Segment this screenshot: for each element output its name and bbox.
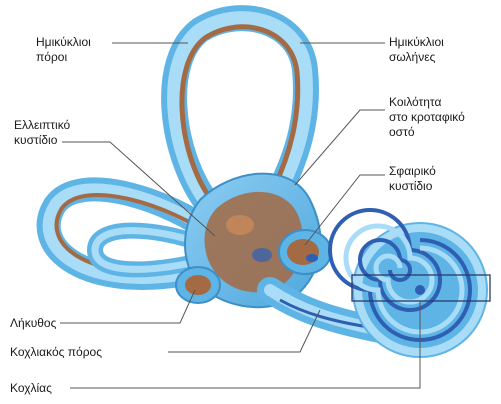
label-saccule: Σφαιρικό κυστίδιο [389,164,436,194]
label-cochlear-duct: Κοχλιακός πόρος [10,345,102,360]
ampulla [176,267,220,303]
label-semicircular-canals: Ημικύκλιοι πόροι [36,35,91,65]
label-utricle: Ελλειπτικό κυστίδιο [14,118,70,148]
label-ampulla: Λήκυθος [10,316,56,331]
label-temporal-cavity: Κοιλότητα στο κροταφικό οστό [389,95,465,140]
saccule [279,230,331,274]
superior-semicircular-canal [174,18,306,200]
label-cochlea: Κοχλίας [10,381,52,396]
leader-ampulla [60,290,195,323]
label-semicircular-ducts: Ημικύκλιοι σωλήνες [389,35,444,65]
